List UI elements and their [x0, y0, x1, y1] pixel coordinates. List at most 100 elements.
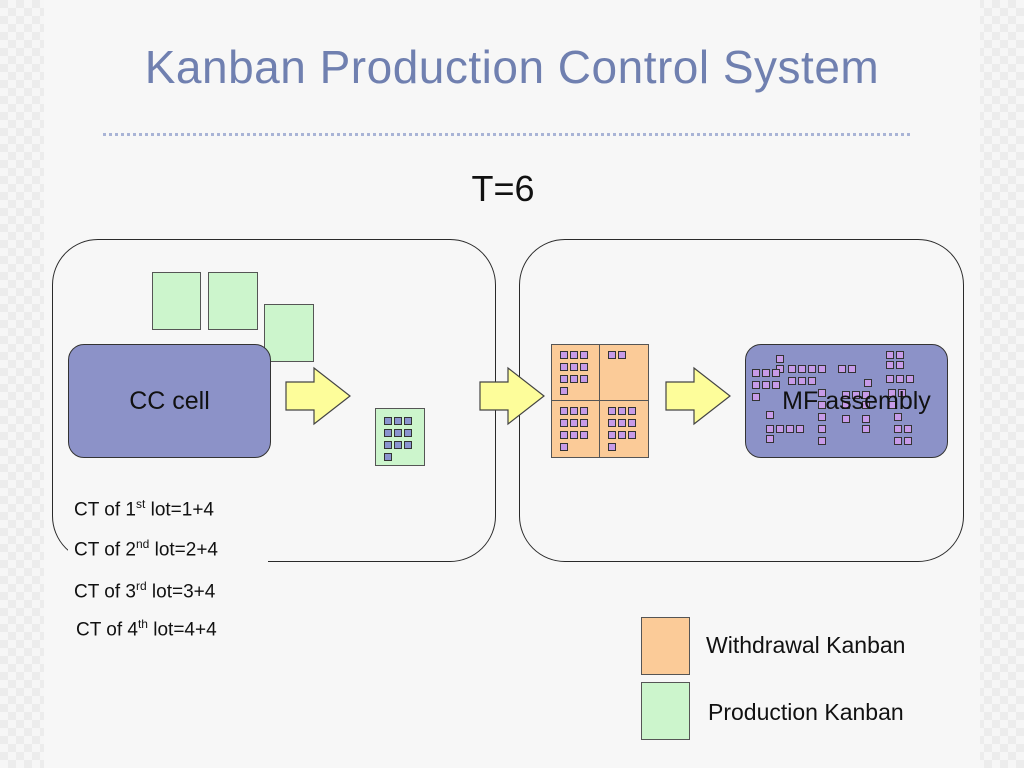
part-square — [404, 441, 412, 449]
part-square — [618, 419, 626, 427]
part-square — [886, 375, 894, 383]
part-square — [752, 393, 760, 401]
withdrawal-kanban-stack — [551, 344, 649, 458]
part-square — [608, 431, 616, 439]
cycle-time-mask — [68, 534, 268, 564]
part-square — [580, 419, 588, 427]
page-title: Kanban Production Control System — [144, 41, 880, 93]
part-square — [894, 413, 902, 421]
part-square — [798, 365, 806, 373]
part-square — [776, 355, 784, 363]
part-square — [848, 365, 856, 373]
time-label: T=6 — [471, 168, 535, 209]
part-square — [818, 401, 826, 409]
part-square — [628, 419, 636, 427]
part-square — [560, 387, 568, 395]
part-square — [608, 407, 616, 415]
part-square — [628, 431, 636, 439]
part-square — [560, 407, 568, 415]
withdrawal-kanban-card — [599, 400, 649, 458]
part-square — [608, 443, 616, 451]
part-square — [580, 375, 588, 383]
part-square — [772, 381, 780, 389]
part-square — [560, 351, 568, 359]
part-square — [788, 365, 796, 373]
part-square — [570, 407, 578, 415]
part-square — [608, 351, 616, 359]
part-square — [796, 425, 804, 433]
part-square — [842, 415, 850, 423]
part-square — [818, 437, 826, 445]
production-kanban-card — [264, 304, 314, 362]
part-square — [394, 429, 402, 437]
part-square — [888, 401, 896, 409]
part-square — [570, 431, 578, 439]
part-square — [570, 375, 578, 383]
part-square — [394, 417, 402, 425]
part-square — [776, 425, 784, 433]
part-square — [394, 441, 402, 449]
part-square — [580, 363, 588, 371]
part-square — [570, 419, 578, 427]
part-square — [852, 391, 860, 399]
part-square — [894, 437, 902, 445]
part-square — [580, 431, 588, 439]
part-square — [608, 419, 616, 427]
part-square — [898, 389, 906, 397]
production-kanban-card — [208, 272, 258, 330]
cycle-time-line: CT of 2nd lot=2+4 — [74, 537, 218, 561]
part-square — [886, 361, 894, 369]
production-kanban-card — [152, 272, 201, 330]
part-square — [842, 401, 850, 409]
production-kanban-with-parts — [375, 408, 425, 466]
title-divider — [103, 133, 910, 136]
part-square — [766, 411, 774, 419]
part-square — [808, 377, 816, 385]
legend-production-label: Production Kanban — [708, 699, 904, 725]
cycle-time-line: CT of 4th lot=4+4 — [76, 617, 217, 641]
part-square — [752, 369, 760, 377]
part-square — [894, 425, 902, 433]
part-square — [896, 351, 904, 359]
part-square — [560, 431, 568, 439]
part-square — [808, 365, 816, 373]
withdrawal-kanban-card — [551, 344, 601, 402]
part-square — [838, 365, 846, 373]
part-square — [788, 377, 796, 385]
part-square — [618, 407, 626, 415]
part-square — [384, 453, 392, 461]
arrow-right-icon — [285, 366, 351, 426]
part-square — [886, 351, 894, 359]
part-square — [766, 425, 774, 433]
part-square — [618, 431, 626, 439]
part-square — [818, 425, 826, 433]
part-square — [384, 429, 392, 437]
part-square — [570, 351, 578, 359]
part-square — [906, 375, 914, 383]
part-square — [580, 407, 588, 415]
part-square — [786, 425, 794, 433]
part-square — [862, 415, 870, 423]
part-square — [896, 361, 904, 369]
part-square — [862, 425, 870, 433]
part-square — [580, 351, 588, 359]
legend-withdrawal-swatch — [641, 617, 690, 675]
part-square — [842, 391, 850, 399]
mf-assembly-label: MF assembly — [782, 386, 931, 415]
withdrawal-kanban-card — [551, 400, 601, 458]
part-square — [864, 379, 872, 387]
arrow-right-icon — [665, 366, 731, 426]
part-square — [818, 413, 826, 421]
cc-cell-label: CC cell — [129, 386, 210, 415]
part-square — [818, 365, 826, 373]
cycle-time-line: CT of 3rd lot=3+4 — [74, 579, 216, 603]
legend-withdrawal-label: Withdrawal Kanban — [706, 632, 906, 658]
part-square — [772, 369, 780, 377]
part-square — [762, 369, 770, 377]
part-square — [888, 389, 896, 397]
part-square — [762, 381, 770, 389]
part-square — [862, 391, 870, 399]
part-square — [384, 441, 392, 449]
part-square — [570, 363, 578, 371]
part-square — [862, 401, 870, 409]
